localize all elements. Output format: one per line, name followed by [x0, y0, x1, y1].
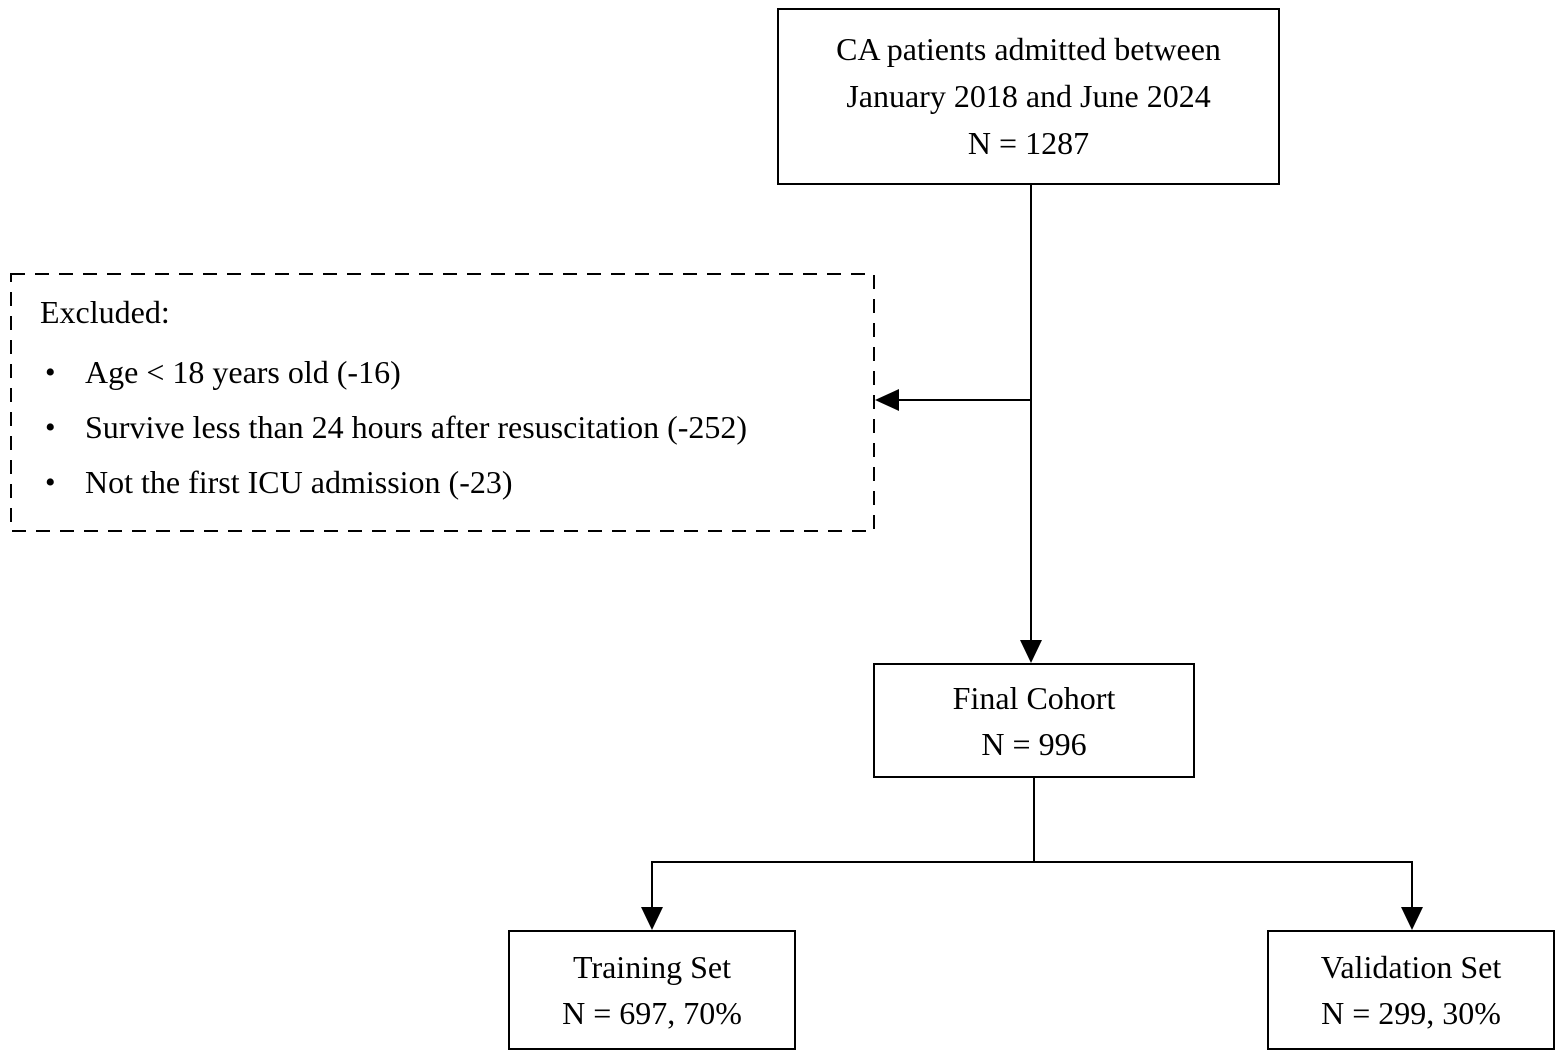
excluded-item: • Not the first ICU admission (-23): [45, 455, 875, 510]
excluded-box-dashed-border: [10, 273, 875, 532]
node-text-line: January 2018 and June 2024: [846, 78, 1211, 114]
node-text-line: Final Cohort: [952, 679, 1116, 716]
bullet-icon: •: [45, 465, 56, 499]
excluded-item: • Age < 18 years old (-16): [45, 345, 875, 400]
node-text-line: N = 1287: [967, 125, 1090, 161]
node-final-cohort: Final Cohort N = 996: [873, 663, 1195, 778]
node-ca-patients: CA patients admitted between January 201…: [777, 8, 1280, 185]
arrowhead-down-final-cohort: [1020, 640, 1042, 663]
bullet-icon: •: [45, 355, 56, 389]
arrowhead-down-training: [641, 907, 663, 930]
excluded-list: • Age < 18 years old (-16) • Survive les…: [10, 345, 875, 510]
arrowhead-left-excluded: [875, 389, 899, 411]
excluded-heading: Excluded:: [40, 294, 170, 330]
excluded-item-text: Not the first ICU admission (-23): [85, 464, 513, 500]
node-validation-set: Validation Set N = 299, 30%: [1267, 930, 1555, 1050]
node-text-line: N = 996: [981, 725, 1087, 762]
node-excluded: Excluded: • Age < 18 years old (-16) • S…: [10, 273, 875, 532]
excluded-item-text: Age < 18 years old (-16): [85, 354, 401, 390]
node-text-line: Validation Set: [1320, 949, 1502, 985]
arrowhead-down-validation: [1401, 907, 1423, 930]
node-text-line: N = 299, 30%: [1321, 995, 1501, 1031]
node-text-line: Training Set: [573, 949, 731, 985]
excluded-item-text: Survive less than 24 hours after resusci…: [85, 409, 748, 445]
node-text-line: CA patients admitted between: [836, 31, 1221, 67]
node-text-line: N = 697, 70%: [562, 995, 742, 1031]
bullet-icon: •: [45, 410, 56, 444]
excluded-item: • Survive less than 24 hours after resus…: [45, 400, 875, 455]
node-training-set: Training Set N = 697, 70%: [508, 930, 796, 1050]
